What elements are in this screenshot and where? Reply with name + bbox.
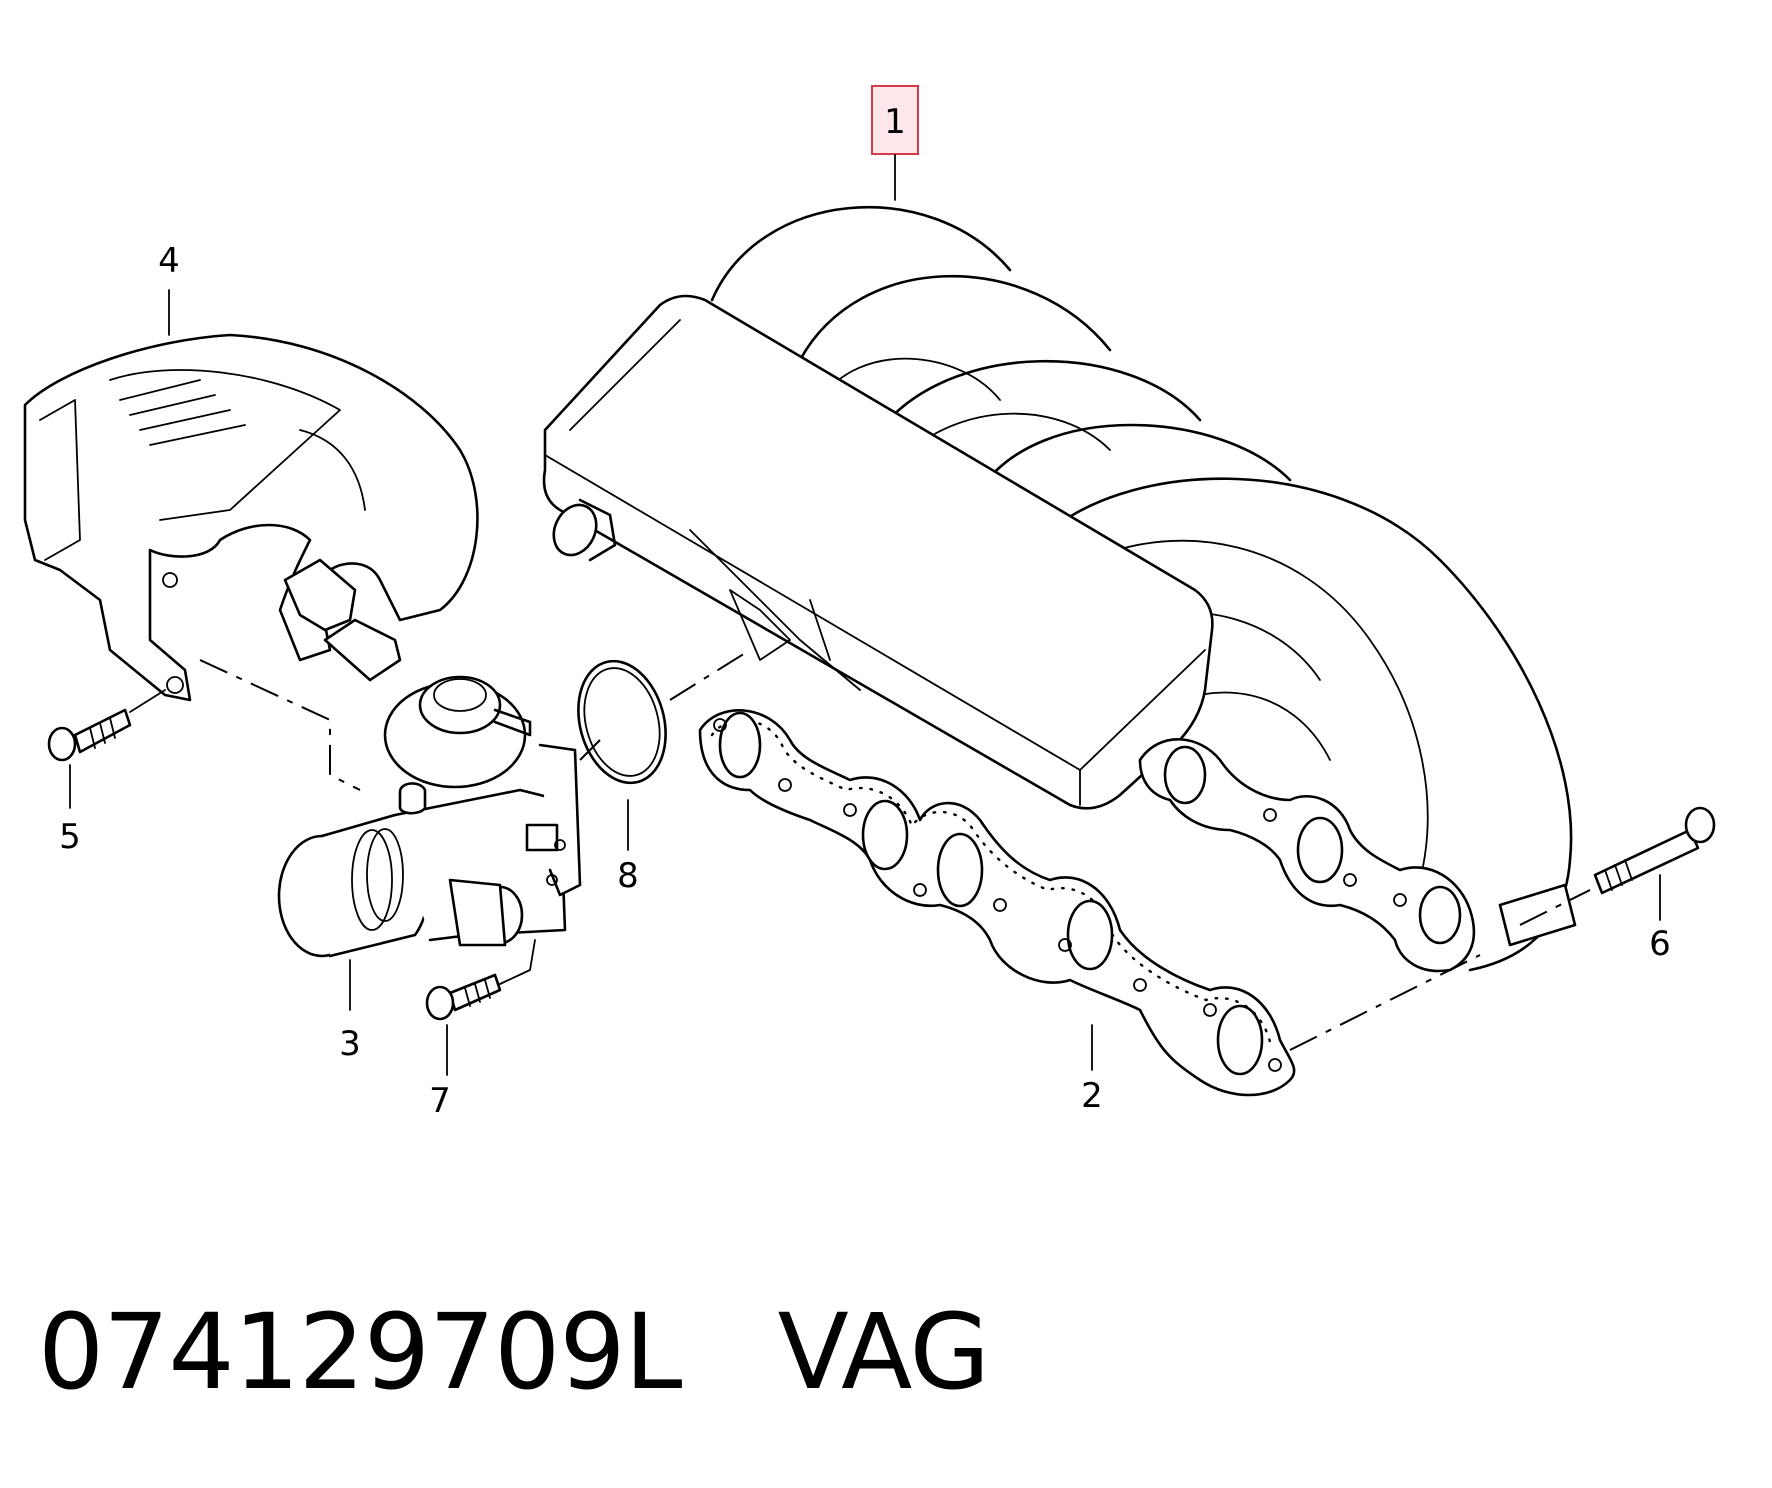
manifold-gasket[interactable] — [698, 709, 1296, 1097]
callout-2: 2 — [1081, 1024, 1103, 1116]
bolt-5[interactable] — [47, 708, 132, 762]
callout-label-6: 6 — [1649, 924, 1671, 964]
part-caption: 074129709L VAG — [38, 1300, 990, 1404]
egr-valve[interactable] — [277, 675, 582, 958]
caption-spacer — [681, 1291, 777, 1413]
bolt-6[interactable] — [1593, 806, 1716, 895]
callout-label-2: 2 — [1081, 1076, 1103, 1116]
callout-8: 8 — [617, 799, 639, 896]
callout-label-7: 7 — [429, 1081, 451, 1121]
callout-label-5: 5 — [59, 817, 81, 857]
callout-label-1: 1 — [884, 102, 906, 142]
callout-3: 3 — [339, 959, 361, 1064]
callout-7: 7 — [429, 1024, 451, 1121]
brand-name: VAG — [777, 1291, 990, 1413]
part-number: 074129709L — [38, 1291, 682, 1413]
callout-6: 6 — [1649, 874, 1671, 964]
callout-4: 4 — [158, 241, 180, 336]
callout-label-4: 4 — [158, 241, 180, 281]
callout-5: 5 — [59, 764, 81, 857]
callout-label-8: 8 — [617, 856, 639, 896]
bolt-7[interactable] — [425, 973, 502, 1021]
callout-label-3: 3 — [339, 1024, 361, 1064]
callout-1: 1 — [871, 85, 919, 201]
intake-manifold[interactable] — [542, 205, 1577, 972]
manifold-gasket-rear — [1138, 738, 1476, 973]
heat-shield-cover[interactable] — [23, 333, 479, 702]
o-ring-seal[interactable] — [565, 651, 678, 793]
